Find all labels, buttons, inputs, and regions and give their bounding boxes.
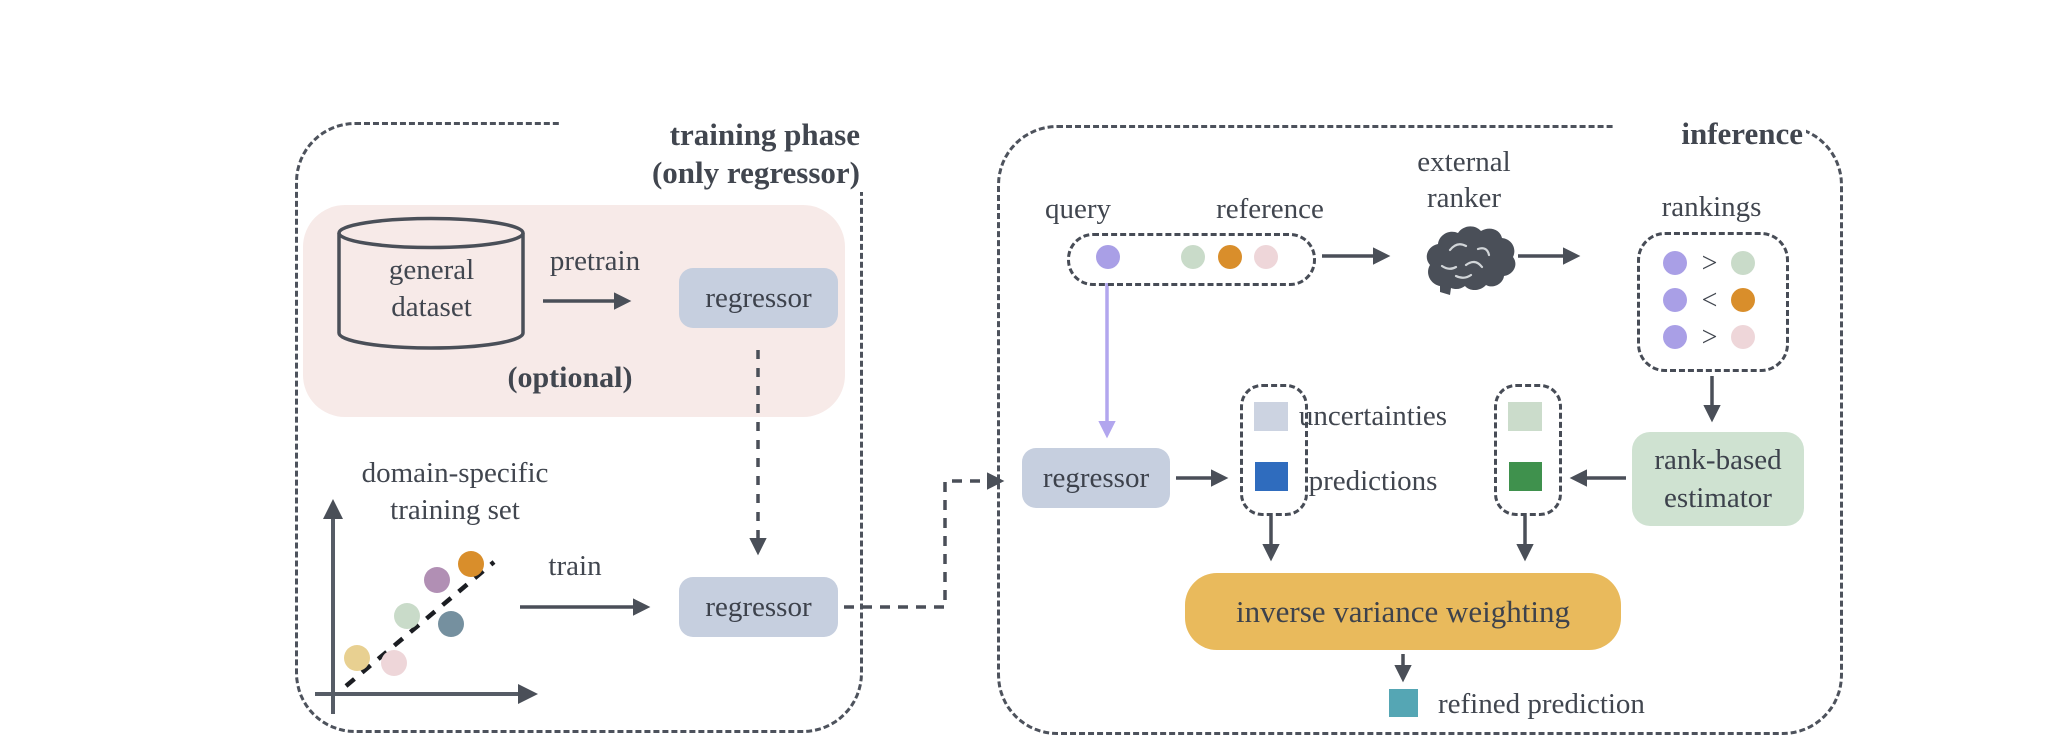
estimator-outputs-box	[1494, 384, 1562, 516]
database-label: general dataset	[388, 254, 475, 323]
optional-note: (optional)	[507, 361, 633, 394]
query-dot	[1096, 245, 1120, 269]
reference-dot-pink	[1254, 245, 1278, 269]
reference-label: reference	[1216, 193, 1324, 225]
estimator-uncertainty-square	[1508, 402, 1542, 431]
refined-prediction-label: refined prediction	[1438, 688, 1645, 720]
scatter-caption: domain-specific training set	[361, 457, 549, 526]
rankings-box	[1637, 232, 1789, 372]
rank-based-estimator-box: rank-based estimator	[1632, 432, 1804, 526]
ranking-row3-reference-dot	[1731, 325, 1755, 349]
ranking-row1-reference-dot	[1731, 251, 1755, 275]
scatter-dot-pink	[381, 650, 407, 676]
external-ranker-label: external ranker	[1417, 146, 1511, 214]
query-reference-pill	[1067, 233, 1316, 286]
reference-dot-green	[1181, 245, 1205, 269]
predictions-label: predictions	[1308, 465, 1438, 497]
regressor-uncertainty-square	[1254, 402, 1288, 431]
scatter-dot-green	[394, 603, 420, 629]
ranking-row2-op: <	[1701, 285, 1718, 316]
regressor-outputs-box	[1240, 384, 1308, 516]
refined-prediction-square	[1389, 689, 1418, 717]
ranking-row3-op: >	[1701, 322, 1718, 353]
scatter-dot-yellow	[344, 645, 370, 671]
estimator-prediction-square	[1509, 462, 1542, 491]
training-phase-title: training phase (only regressor)	[560, 116, 863, 192]
ranking-row1-op: >	[1701, 248, 1718, 279]
inference-title: inference	[1615, 116, 1806, 151]
inverse-variance-weighting-box: inverse variance weighting	[1185, 573, 1621, 650]
inference-box	[997, 125, 1843, 735]
rankings-label: rankings	[1661, 191, 1762, 223]
ranking-row1-query-dot	[1663, 251, 1687, 275]
estimator-label-line2: estimator	[1664, 482, 1772, 514]
scatter-dot-mauve	[424, 567, 450, 593]
pretrained-regressor-box: regressor	[679, 268, 838, 328]
uncertainties-label: uncertainties	[1298, 400, 1448, 432]
pretrain-arrow-label: pretrain	[549, 245, 641, 277]
ranking-row2-reference-dot	[1731, 288, 1755, 312]
regressor-prediction-square	[1255, 462, 1288, 491]
query-label: query	[1044, 193, 1112, 225]
estimator-label-line1: rank-based	[1654, 444, 1782, 476]
ranking-row3-query-dot	[1663, 325, 1687, 349]
inference-regressor-box: regressor	[1022, 448, 1170, 508]
reference-dot-orange	[1218, 245, 1242, 269]
trained-regressor-box: regressor	[679, 577, 838, 637]
training-to-inference-connector	[844, 472, 1005, 609]
train-arrow-label: train	[548, 550, 602, 582]
scatter-dot-orange	[458, 551, 484, 577]
ranking-row2-query-dot	[1663, 288, 1687, 312]
scatter-dot-slate	[438, 611, 464, 637]
